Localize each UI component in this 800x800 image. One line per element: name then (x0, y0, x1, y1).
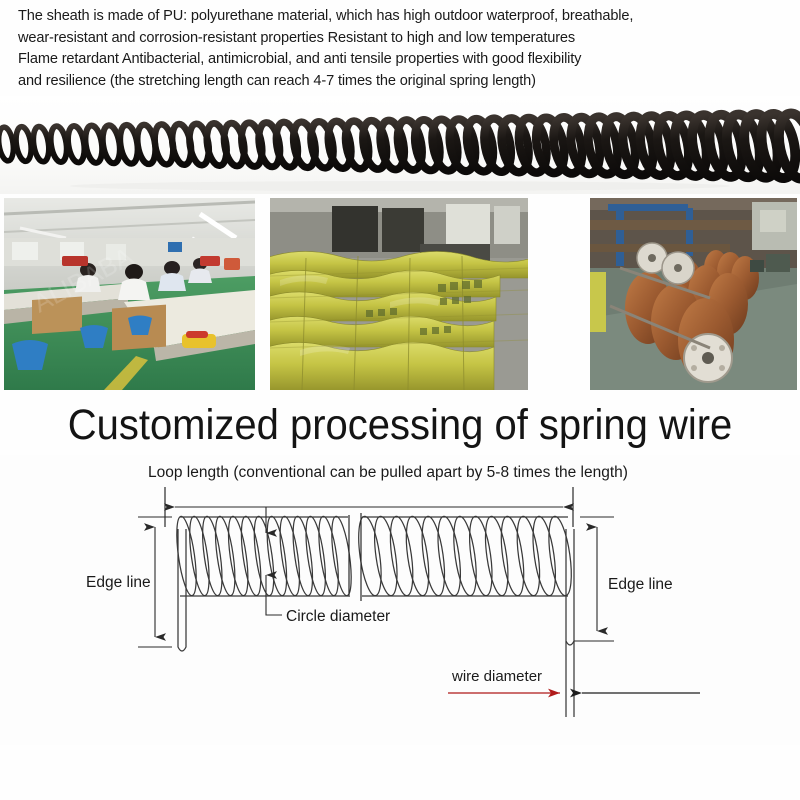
left-wire-tail (177, 529, 187, 652)
raw-material-bags-photo (270, 198, 528, 390)
loop-length-label: Loop length (conventional can be pulled … (148, 464, 628, 481)
coiled-spring-wire-photo (0, 96, 800, 194)
factory-workshop-graphic: ALIBABA (4, 198, 255, 390)
factory-workshop-photo: ALIBABA (4, 198, 255, 390)
raw-material-bags-graphic (270, 198, 528, 390)
edge-line-left-label: Edge line (86, 574, 151, 591)
wire-diameter-label: wire diameter (451, 668, 542, 685)
section-title: Customized processing of spring wire (67, 401, 733, 449)
dimension-diagram-graphic: Loop length (conventional can be pulled … (0, 455, 800, 745)
product-description: The sheath is made of PU: polyurethane m… (18, 6, 786, 92)
coiled-spring-wire-graphic (0, 96, 800, 194)
copper-wire-spools-photo (590, 198, 797, 390)
description-line-4: and resilience (the stretching length ca… (18, 72, 536, 89)
description-line-1: The sheath is made of PU: polyurethane m… (18, 8, 634, 24)
description-line-3: Flame retardant Antibacterial, antimicro… (18, 51, 582, 67)
copper-wire-spools-graphic (590, 198, 797, 390)
description-line-2: wear-resistant and corrosion-resistant p… (18, 29, 576, 46)
factory-photo-row: ALIBABA (0, 198, 800, 390)
circle-diameter-label: Circle diameter (286, 608, 390, 625)
spring-wire-dimension-diagram: Loop length (conventional can be pulled … (0, 455, 800, 745)
edge-line-right-label: Edge line (608, 576, 673, 593)
